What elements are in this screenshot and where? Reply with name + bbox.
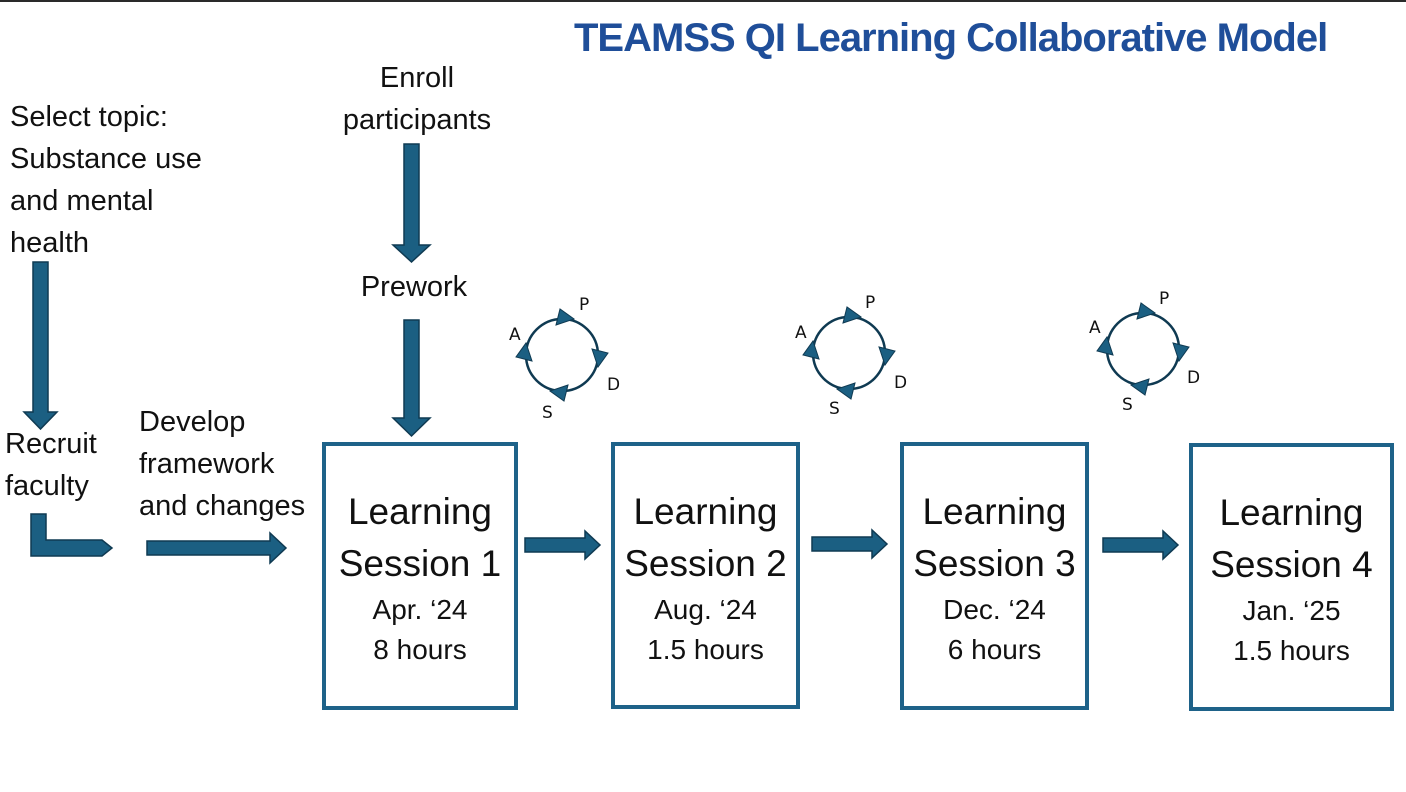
step-line: Select topic: [10, 101, 168, 133]
step-line: Enroll [379, 62, 455, 94]
session-box-4: Learning Session 4 Jan. ‘25 1.5 hours [1189, 443, 1394, 711]
step-line: Substance use [10, 143, 202, 175]
session-title-line1: Learning [922, 491, 1067, 532]
arrow-elbow-icon [30, 513, 114, 557]
arrow-right-icon [524, 529, 602, 561]
step-line: framework [139, 448, 275, 480]
session-duration: 8 hours [373, 634, 467, 665]
arrow-down-icon [22, 261, 59, 431]
session-date: Dec. ‘24 [943, 594, 1046, 625]
session-duration: 1.5 hours [647, 634, 764, 665]
session-duration: 1.5 hours [1233, 635, 1350, 666]
pdsa-letter-p: P [579, 295, 589, 315]
pdsa-letter-d: D [1187, 368, 1200, 388]
session-title-line2: Session 2 [624, 543, 787, 584]
step-line: participants [342, 104, 492, 136]
session-box-3: Learning Session 3 Dec. ‘24 6 hours [900, 442, 1089, 710]
top-border [0, 0, 1406, 2]
session-title-line1: Learning [1219, 492, 1364, 533]
session-duration: 6 hours [947, 634, 1042, 665]
step-develop-framework: Develop framework and changes [139, 401, 305, 527]
session-title-line1: Learning [347, 491, 492, 532]
arrow-right-icon [811, 528, 889, 560]
pdsa-letter-a: A [795, 323, 807, 343]
pdsa-cycle-icon [1095, 301, 1191, 397]
pdsa-letter-a: A [1089, 318, 1101, 338]
arrow-down-icon [391, 319, 432, 438]
session-box-2: Learning Session 2 Aug. ‘24 1.5 hours [611, 442, 800, 709]
pdsa-letter-s: S [829, 399, 840, 419]
step-select-topic: Select topic: Substance use and mental h… [10, 96, 202, 264]
step-line: and mental [10, 185, 154, 217]
session-title-line1: Learning [633, 491, 778, 532]
pdsa-letter-p: P [865, 293, 875, 313]
session-date: Apr. ‘24 [372, 594, 468, 625]
session-date: Jan. ‘25 [1242, 595, 1341, 626]
session-title-line2: Session 4 [1210, 544, 1373, 585]
step-line: Recruit [5, 428, 97, 460]
step-enroll-participants: Enroll participants [330, 57, 504, 141]
session-title-line2: Session 3 [913, 543, 1076, 584]
session-title-line2: Session 1 [338, 543, 502, 584]
pdsa-letter-s: S [542, 403, 553, 423]
session-box-1: Learning Session 1 Apr. ‘24 8 hours [322, 442, 518, 710]
pdsa-letter-a: A [509, 325, 521, 345]
step-recruit-faculty: Recruit faculty [5, 423, 97, 507]
pdsa-cycle-icon [514, 307, 610, 403]
arrow-down-icon [391, 143, 432, 264]
step-prework: Prework [360, 271, 468, 303]
step-line: Develop [139, 406, 246, 438]
step-line: and changes [139, 490, 306, 522]
pdsa-cycle-icon [801, 305, 897, 401]
step-line: health [10, 227, 90, 259]
pdsa-letter-d: D [607, 375, 620, 395]
arrow-right-icon [1102, 529, 1180, 561]
diagram-title: TEAMSS QI Learning Collaborative Model [574, 16, 1328, 60]
session-date: Aug. ‘24 [654, 594, 757, 625]
arrow-right-icon [146, 531, 288, 565]
pdsa-letter-s: S [1122, 395, 1133, 415]
step-line: faculty [5, 470, 89, 502]
pdsa-letter-d: D [894, 373, 907, 393]
pdsa-letter-p: P [1159, 289, 1169, 309]
